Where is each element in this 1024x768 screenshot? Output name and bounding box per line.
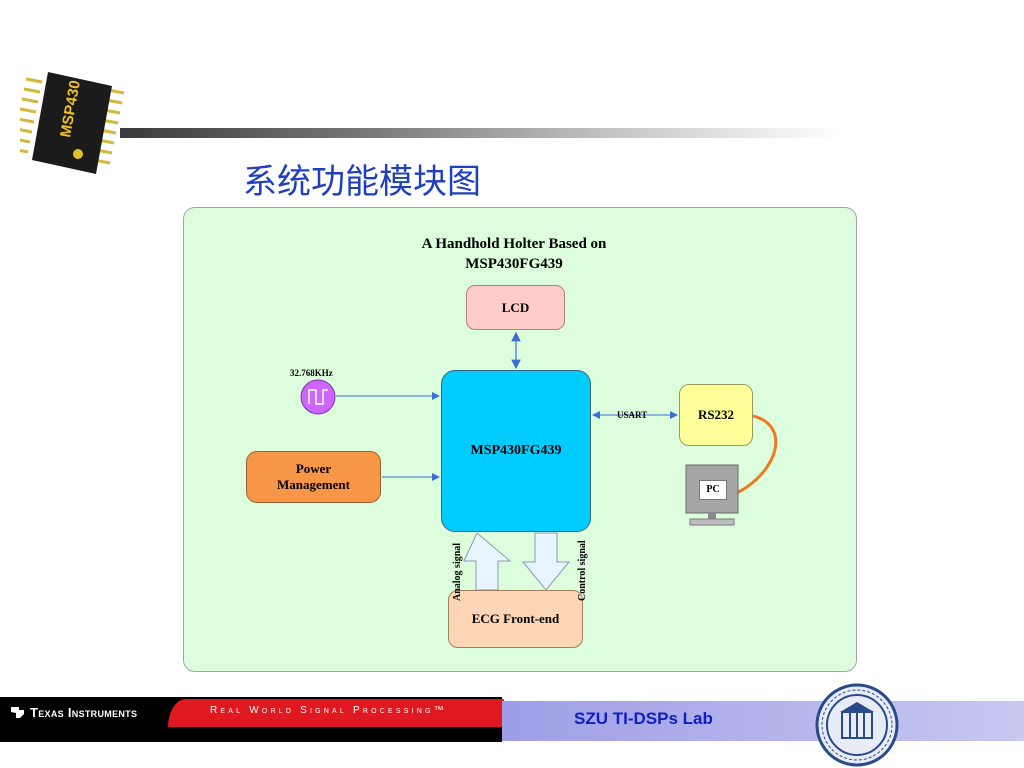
header-gradient-bar bbox=[120, 128, 840, 138]
university-seal-icon bbox=[815, 683, 899, 767]
footer-tagline: Real World Signal Processing™ bbox=[210, 705, 447, 716]
footer-light-band bbox=[502, 701, 1024, 741]
footer-red-band bbox=[168, 699, 504, 727]
clock-frequency-label: 32.768KHz bbox=[290, 368, 333, 378]
ti-brand: Texas Instruments bbox=[10, 704, 137, 720]
rs232-block: RS232 bbox=[679, 384, 753, 446]
control-signal-down-arrow bbox=[521, 532, 571, 591]
lab-name: SZU TI-DSPs Lab bbox=[574, 709, 713, 728]
rs232-pc-cable bbox=[736, 414, 778, 495]
pc-label: PC bbox=[699, 480, 727, 500]
clock-oscillator-icon bbox=[300, 379, 336, 415]
control-signal-label: Control signal bbox=[577, 540, 588, 601]
power-management-block: Power Management bbox=[246, 451, 381, 503]
ti-logo-icon bbox=[11, 707, 24, 718]
analog-signal-label: Analog signal bbox=[452, 542, 463, 601]
power-label-line2: Management bbox=[277, 477, 350, 492]
diagram-title-line2: MSP430FG439 bbox=[465, 256, 563, 272]
lcd-block: LCD bbox=[466, 285, 565, 330]
analog-signal-up-arrow bbox=[463, 532, 512, 591]
usart-label: USART bbox=[617, 410, 648, 420]
msp430-chip-icon: MSP430 bbox=[20, 72, 125, 174]
diagram-title-line1: A Handhold Holter Based on bbox=[421, 236, 607, 252]
slide-title: 系统功能模块图 bbox=[243, 162, 481, 202]
power-label-line1: Power bbox=[295, 461, 332, 476]
ecg-frontend-block: ECG Front-end bbox=[448, 590, 583, 648]
diagram-title: A Handhold Holter Based on MSP430FG439 bbox=[380, 234, 648, 274]
ti-brand-name: Texas Instruments bbox=[30, 704, 138, 720]
mcu-block: MSP430FG439 bbox=[441, 370, 591, 532]
